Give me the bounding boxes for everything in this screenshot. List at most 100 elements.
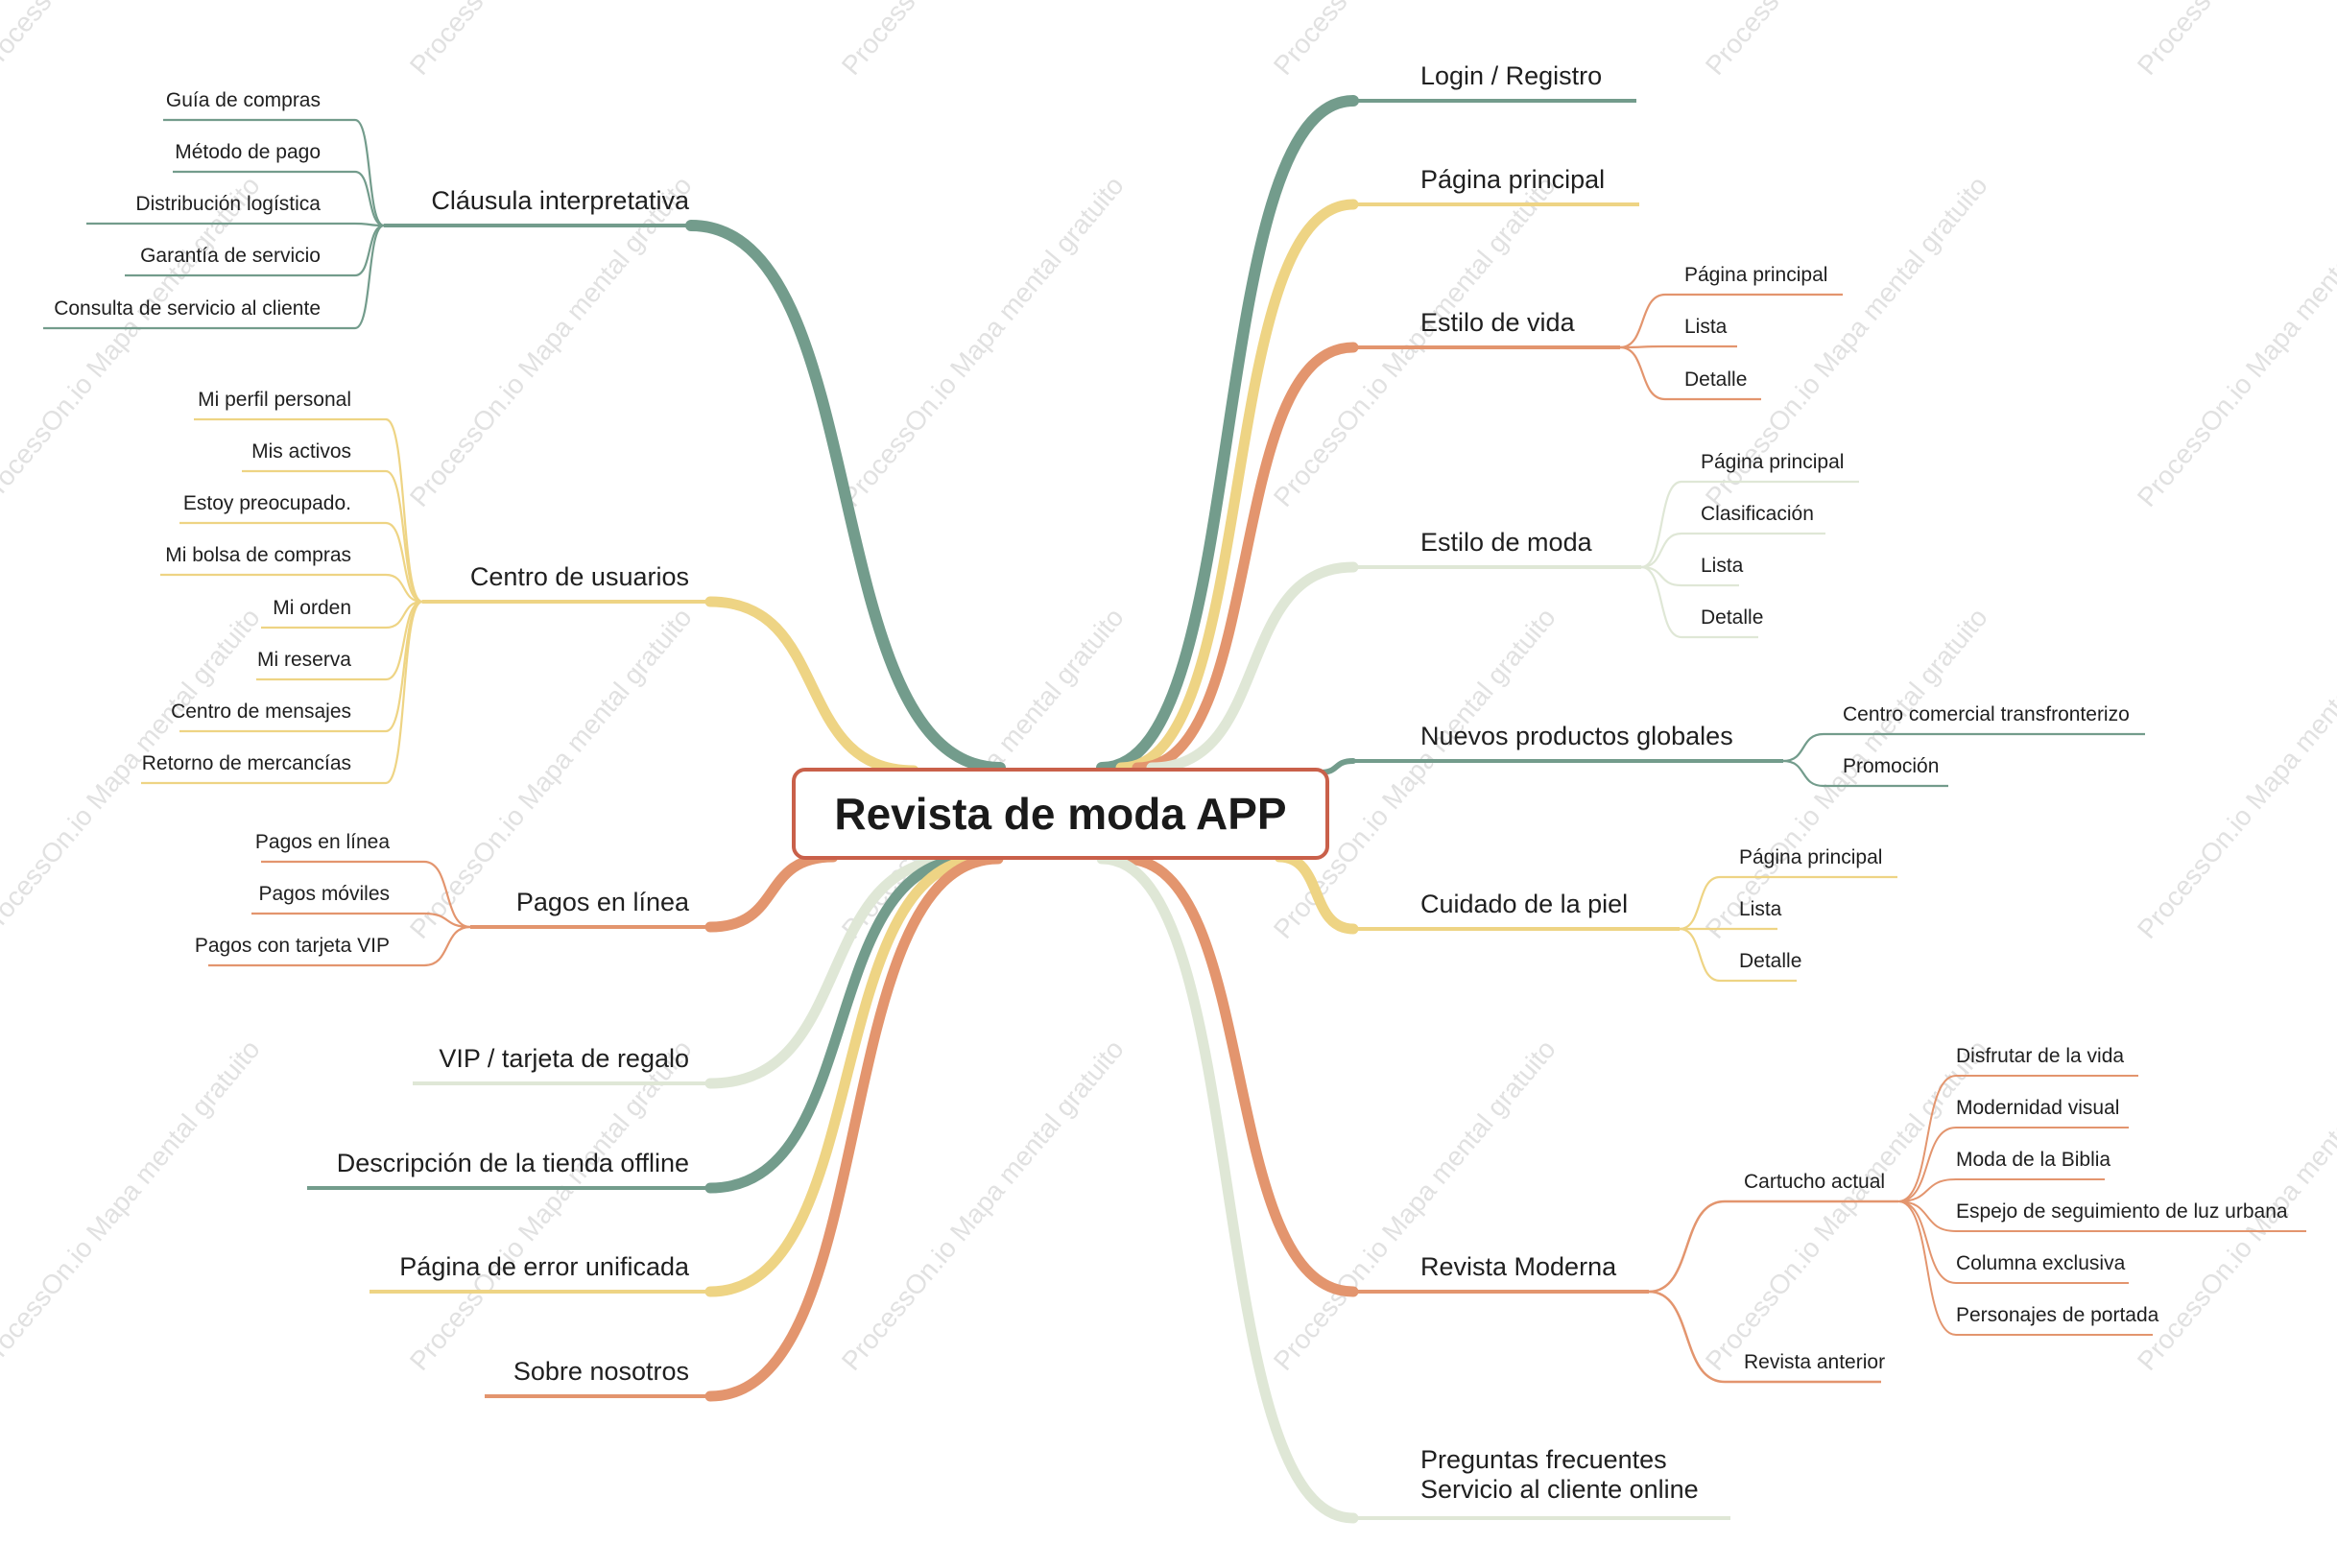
branch-pagina-principal: Página principal	[1420, 165, 1605, 194]
subtopic-pagina-principal[interactable]: Página principal	[1701, 451, 1844, 473]
watermark-text: ProcessOn.io Mapa mental gratuito	[0, 171, 266, 512]
branch-centro-de-usuarios: Centro de usuarios Mi perfil personalMis …	[142, 389, 689, 774]
subtopic-mis-activos[interactable]: Mis activos	[251, 440, 351, 463]
subtopic-distribucion-logistica[interactable]: Distribución logística	[135, 193, 321, 215]
branch-clausula-interpretativa: Cláusula interpretativa Guía de comprasMé…	[54, 89, 690, 320]
subtopic-guia-de-compras[interactable]: Guía de compras	[166, 89, 321, 111]
branch-connector	[685, 220, 1006, 773]
subtopic-pagina-principal[interactable]: Página principal	[1684, 264, 1827, 286]
branch-login-registro: Login / Registro	[1420, 61, 1602, 90]
subtopic-centro-de-mensajes[interactable]: Centro de mensajes	[171, 701, 351, 723]
branch-connector	[1119, 853, 1359, 1297]
subtopic-centro-comercial-transfronterizo[interactable]: Centro comercial transfronterizo	[1843, 703, 2130, 725]
subtopic-connector	[354, 118, 385, 227]
branch-estilo-de-vida: Estilo de vida Página principalListaDetal…	[1420, 264, 1827, 391]
subtopic-promocion[interactable]: Promoción	[1843, 755, 1939, 777]
subtopic-mi-bolsa-de-compras[interactable]: Mi bolsa de compras	[165, 544, 351, 566]
subtopic-retorno-de-mercancias[interactable]: Retorno de mercancías	[142, 752, 351, 774]
subtopic-pagos-en-linea[interactable]: Pagos en línea	[255, 831, 390, 853]
subtopic-connector	[1619, 293, 1666, 349]
branch-nuevos-productos-globales: Nuevos productos globales Centro comercia…	[1420, 703, 2130, 777]
subtopic-connector	[385, 417, 423, 604]
subtopic-connector	[354, 224, 385, 330]
leaf-connector	[1897, 1200, 1957, 1232]
branch-descripcion-de-la-tienda-offline: Descripción de la tienda offline	[337, 1149, 689, 1177]
topic-descripcion-de-la-tienda-offline[interactable]: Descripción de la tienda offline	[337, 1149, 689, 1177]
subtopic-consulta-de-servicio-al-cliente[interactable]: Consulta de servicio al cliente	[54, 297, 321, 320]
subtopic-connector	[385, 469, 423, 604]
branch-estilo-de-moda: Estilo de moda Página principalClasificac…	[1420, 451, 1844, 629]
branch-sobre-nosotros: Sobre nosotros	[513, 1357, 689, 1386]
leaf-connector	[1897, 1127, 1957, 1202]
subtopic-connector	[1782, 759, 1824, 788]
subtopic-cartucho-actual[interactable]: Cartucho actual	[1744, 1171, 1885, 1193]
topic-estilo-de-vida[interactable]: Estilo de vida	[1420, 308, 1576, 337]
branch-connector	[704, 596, 919, 776]
subtopic-connector	[1640, 532, 1682, 569]
topic-sobre-nosotros[interactable]: Sobre nosotros	[513, 1357, 689, 1386]
subtopic-mi-perfil-personal[interactable]: Mi perfil personal	[198, 389, 351, 411]
subtopic-clasificacion[interactable]: Clasificación	[1701, 503, 1814, 525]
subtopic-detalle[interactable]: Detalle	[1684, 368, 1747, 391]
subtopic-pagina-principal[interactable]: Página principal	[1739, 846, 1882, 868]
watermark-text: ProcessOn.io Mapa mental gratuito	[1700, 1034, 1993, 1376]
subtopic-garantia-de-servicio[interactable]: Garantía de servicio	[140, 245, 321, 267]
subtopic-mi-orden[interactable]: Mi orden	[273, 597, 351, 619]
leaf-disfrutar-de-la-vida[interactable]: Disfrutar de la vida	[1956, 1045, 2124, 1067]
subtopic-connector	[1782, 732, 1824, 763]
subtopic-lista[interactable]: Lista	[1739, 898, 1782, 920]
leaf-connector	[1897, 1200, 1957, 1284]
subtopic-connector	[1679, 875, 1721, 931]
subtopic-mi-reserva[interactable]: Mi reserva	[257, 649, 351, 671]
subtopic-metodo-de-pago[interactable]: Método de pago	[175, 141, 321, 163]
central-topic-label: Revista de moda APP	[834, 789, 1286, 839]
watermark-text: ProcessOn.io Mapa mental gratuito	[0, 0, 266, 81]
topic-revista-moderna[interactable]: Revista Moderna	[1420, 1252, 1617, 1281]
topic-centro-de-usuarios[interactable]: Centro de usuarios	[470, 562, 689, 591]
subtopic-revista-anterior[interactable]: Revista anterior	[1744, 1351, 1885, 1373]
subtopic-pagos-con-tarjeta-vip[interactable]: Pagos con tarjeta VIP	[195, 935, 390, 957]
topic-estilo-de-moda[interactable]: Estilo de moda	[1420, 528, 1593, 557]
leaf-connector	[1897, 1178, 1957, 1202]
watermark-text: ProcessOn.io Mapa mental gratuito	[2132, 603, 2337, 944]
subtopic-pagos-moviles[interactable]: Pagos móviles	[258, 883, 390, 905]
subtopic-lista[interactable]: Lista	[1684, 316, 1728, 338]
leaf-personajes-de-portada[interactable]: Personajes de portada	[1956, 1304, 2159, 1326]
topic-clausula-interpretativa[interactable]: Cláusula interpretativa	[431, 186, 690, 215]
leaf-espejo-de-seguimiento-de-luz-urbana[interactable]: Espejo de seguimiento de luz urbana	[1956, 1200, 2288, 1223]
topic-login-registro[interactable]: Login / Registro	[1420, 61, 1602, 90]
central-topic[interactable]: Revista de moda APP	[792, 768, 1329, 860]
watermark-text: ProcessOn.io Mapa mental gratuito	[404, 0, 698, 81]
subtopic-connector	[1648, 1200, 1726, 1294]
subtopic-estoy-preocupado[interactable]: Estoy preocupado.	[183, 492, 351, 514]
subtopic-connector	[1679, 927, 1721, 983]
topic-pagina-de-error-unificada[interactable]: Página de error unificada	[399, 1252, 690, 1281]
branch-connector	[704, 853, 964, 1089]
leaf-moda-de-la-biblia[interactable]: Moda de la Biblia	[1956, 1149, 2110, 1171]
topic-pagos-en-linea[interactable]: Pagos en línea	[516, 888, 690, 916]
topic-pagina-principal[interactable]: Página principal	[1420, 165, 1605, 194]
subtopic-lista[interactable]: Lista	[1701, 555, 1744, 577]
subtopic-detalle[interactable]: Detalle	[1701, 606, 1763, 629]
subtopic-connector	[1619, 344, 1666, 349]
topic-nuevos-productos-globales[interactable]: Nuevos productos globales	[1420, 722, 1733, 750]
branch-connector	[704, 853, 1004, 1402]
watermark-text: ProcessOn.io Mapa mental gratuito	[404, 171, 698, 512]
central-topic-box[interactable]	[792, 768, 1329, 860]
subtopic-detalle[interactable]: Detalle	[1739, 950, 1801, 972]
leaf-columna-exclusiva[interactable]: Columna exclusiva	[1956, 1252, 2126, 1274]
branch-pagina-de-error-unificada: Página de error unificada	[399, 1252, 690, 1281]
topic-vip-tarjeta-de-regalo[interactable]: VIP / tarjeta de regalo	[439, 1044, 689, 1073]
branch-connector	[1096, 95, 1359, 773]
branch-connector	[1132, 342, 1359, 773]
branch-connector	[1317, 758, 1356, 775]
leaf-connector	[1897, 1200, 1957, 1336]
watermark-text: ProcessOn.io Mapa mental gratuito	[1700, 0, 1993, 81]
topic-cuidado-de-la-piel[interactable]: Cuidado de la piel	[1420, 890, 1628, 918]
leaf-modernidad-visual[interactable]: Modernidad visual	[1956, 1097, 2119, 1119]
subtopic-connector	[385, 521, 423, 604]
